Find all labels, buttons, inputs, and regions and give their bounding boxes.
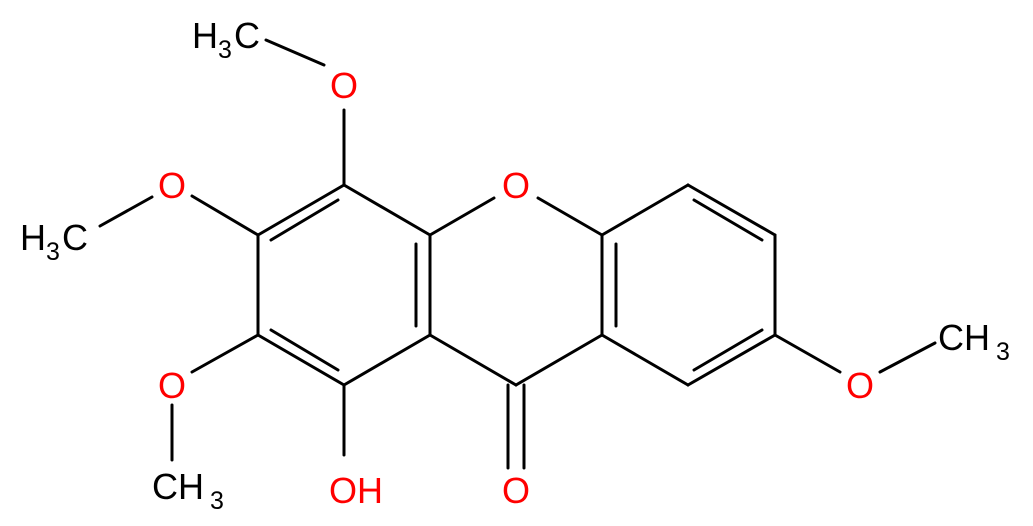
bond-c4a-o10: [428, 196, 496, 237]
carbonyl-oxygen-label: O: [502, 470, 530, 511]
bond-c8-c8a: [600, 333, 690, 387]
bond-c7-c8-inner: [692, 328, 764, 372]
methoxy-oxygen-top-label: O: [330, 65, 358, 106]
bond-c9-c8a: [514, 333, 604, 387]
bond-c4a-c4: [342, 183, 432, 237]
methoxy-oxygen-bottom-left-label: O: [158, 365, 186, 406]
methyl-label-bottom-left: CH 3: [152, 466, 224, 515]
methyl-top-c: C: [234, 15, 260, 56]
methyl-top-subscript: 3: [218, 36, 232, 64]
methyl-bottom-left-subscript: 3: [210, 487, 224, 515]
bond-c3-o-left: [190, 194, 260, 237]
bond-c1-c9a: [342, 333, 432, 387]
bond-o10-c10a: [536, 196, 604, 237]
ring-oxygen-label: O: [502, 165, 530, 206]
methyl-label-top: H 3 C: [192, 15, 260, 64]
methyl-label-right: CH 3: [938, 317, 1010, 366]
bond-c5-c6: [686, 183, 777, 237]
methyl-bottom-left-ch: CH: [152, 466, 204, 507]
methyl-left-subscript: 3: [46, 238, 60, 266]
methyl-label-left: H 3 C: [20, 217, 88, 266]
methoxy-oxygen-right-label: O: [846, 365, 874, 406]
methyl-top-h: H: [192, 15, 218, 56]
bond-c4-c3: [256, 183, 346, 237]
bond-o-left-ch3: [98, 195, 154, 228]
bond-c10a-c5: [600, 183, 690, 237]
bond-c7-c8: [686, 333, 777, 387]
methyl-left-c: C: [62, 217, 88, 258]
bond-c2-o-bottom: [190, 333, 260, 374]
bond-c2-c1-inner: [269, 328, 340, 372]
methyl-left-h: H: [20, 217, 46, 258]
bond-o-right-ch3: [878, 341, 937, 374]
bond-c9a-c9: [428, 333, 518, 387]
hydroxyl-label: OH: [329, 470, 383, 511]
bond-o-top-ch3: [264, 38, 326, 67]
methyl-right-ch: CH: [938, 317, 990, 358]
methoxy-oxygen-left-label: O: [158, 165, 186, 206]
bond-c2-c1: [256, 333, 346, 387]
methyl-right-subscript: 3: [996, 338, 1010, 366]
bond-c5-c6-inner: [692, 198, 764, 242]
bond-c7-o-right: [773, 333, 842, 374]
bond-c4-c3-inner: [269, 198, 340, 242]
